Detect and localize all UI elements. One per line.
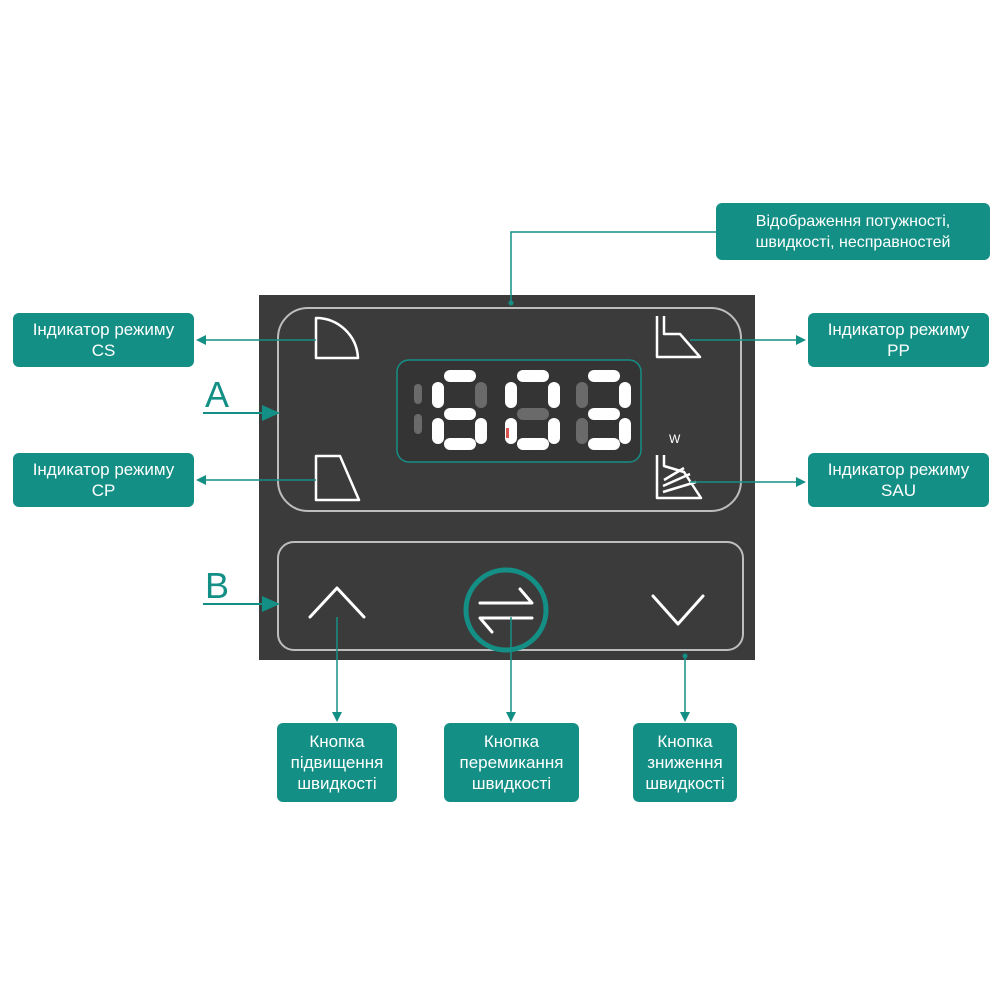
speed-down-button — [651, 594, 705, 626]
display-unit-label: W — [669, 432, 681, 446]
section-a-label: A — [205, 374, 230, 415]
section-b-pointer — [203, 596, 280, 612]
speed-up-button — [308, 586, 366, 619]
cp-mode-icon — [314, 454, 361, 502]
cs-mode-icon — [314, 316, 360, 360]
section-a-pointer — [203, 405, 280, 421]
display-leader-line — [510, 231, 716, 303]
speed-switch-button — [463, 567, 549, 653]
section-b-label: B — [205, 565, 230, 606]
indicator-section-frame — [277, 307, 742, 512]
pp-mode-icon — [655, 316, 702, 359]
sau-mode-icon — [655, 455, 703, 500]
seven-segment-digits — [414, 370, 631, 450]
display-callout: Відображення потужності,швидкості, неспр… — [716, 203, 990, 260]
